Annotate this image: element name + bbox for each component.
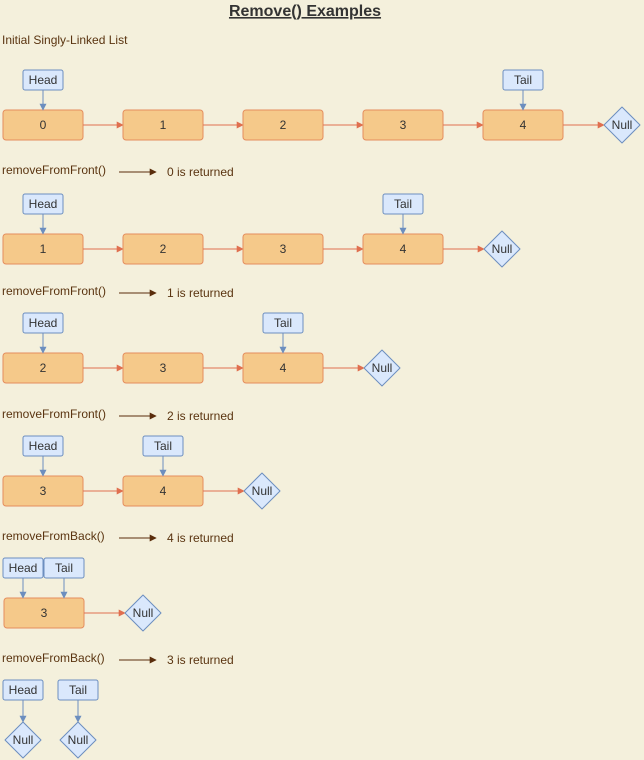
list-node-value: 3: [41, 606, 48, 620]
null-terminator: Null: [243, 472, 281, 510]
tail-pointer: Tail: [262, 312, 304, 354]
list-node-value: 3: [40, 484, 47, 498]
tail-pointer-label: Tail: [55, 561, 73, 575]
tail-pointer-label: Tail: [274, 316, 292, 330]
list-node-value: 0: [40, 118, 47, 132]
list-node-value: 3: [280, 242, 287, 256]
head-pointer: Head: [2, 679, 44, 723]
null-diamond-shape: [124, 594, 162, 632]
operation-label: removeFromBack(): [2, 529, 105, 543]
null-terminator: Null: [603, 106, 641, 144]
null-label: Null: [252, 484, 273, 498]
head-pointer: Head: [22, 69, 64, 111]
head-pointer: Head: [2, 557, 44, 599]
list-row-3: removeFromFront() 2 is returned 3 4 Null Head…: [2, 407, 281, 510]
null-label: Null: [372, 361, 393, 375]
list-row-4: removeFromBack() 4 is returned 3 Null Head Ta…: [2, 529, 234, 632]
tail-pointer: Tail: [382, 193, 424, 235]
tail-pointer: Tail: [502, 69, 544, 111]
tail-pointer: Tail: [43, 557, 85, 599]
list-node: 4: [242, 352, 365, 384]
diagram-title: Remove() Examples: [229, 3, 381, 20]
list-node: 1: [122, 109, 244, 141]
list-node: 4: [362, 233, 485, 265]
result-label: 4 is returned: [167, 531, 234, 545]
null-terminator: Null: [363, 349, 401, 387]
tail-pointer-label: Tail: [394, 197, 412, 211]
operation-label: removeFromFront(): [2, 163, 106, 177]
list-node-value: 4: [160, 484, 167, 498]
list-row-0: 0 1 2 3 4 Null Head Tail: [2, 69, 641, 144]
null-label: Null: [492, 242, 513, 256]
null-label: Null: [68, 733, 89, 747]
operation-label: removeFromBack(): [2, 651, 105, 665]
list-node: 2: [122, 233, 244, 265]
null-diamond-shape: [4, 721, 42, 759]
null-diamond-shape: [243, 472, 281, 510]
head-pointer-label: Head: [29, 316, 58, 330]
list-node: 2: [2, 352, 124, 384]
list-row-1: removeFromFront() 0 is returned 1 2 3 4 Null He…: [2, 163, 521, 268]
null-terminator: Null: [483, 230, 521, 268]
list-node-value: 3: [400, 118, 407, 132]
list-node-value: 2: [280, 118, 287, 132]
result-label: 3 is returned: [167, 653, 234, 667]
tail-pointer: Tail: [142, 435, 184, 477]
list-node: 4: [482, 109, 605, 141]
head-null: Null: [4, 721, 42, 759]
list-node-value: 1: [40, 242, 47, 256]
tail-pointer-label: Tail: [69, 683, 87, 697]
null-diamond-shape: [363, 349, 401, 387]
list-row-2: removeFromFront() 1 is returned 2 3 4 Null Hea…: [2, 284, 401, 387]
head-pointer-label: Head: [29, 73, 58, 87]
null-diamond-shape: [59, 721, 97, 759]
list-node: 3: [362, 109, 484, 141]
list-node-value: 1: [160, 118, 167, 132]
null-label: Null: [612, 118, 633, 132]
operation-label: removeFromFront(): [2, 284, 106, 298]
list-node: 0: [2, 109, 124, 141]
tail-pointer: Tail: [57, 679, 99, 723]
tail-pointer-label: Tail: [154, 439, 172, 453]
list-node-value: 3: [160, 361, 167, 375]
head-pointer: Head: [22, 312, 64, 354]
list-node: 4: [122, 475, 245, 507]
list-node-value: 4: [400, 242, 407, 256]
head-pointer-label: Head: [9, 683, 38, 697]
null-diamond-shape: [483, 230, 521, 268]
list-node-value: 4: [520, 118, 527, 132]
head-pointer-label: Head: [29, 439, 58, 453]
head-pointer-label: Head: [9, 561, 38, 575]
null-label: Null: [13, 733, 34, 747]
tail-null: Null: [59, 721, 97, 759]
tail-pointer-label: Tail: [514, 73, 532, 87]
result-label: 2 is returned: [167, 409, 234, 423]
result-label: 1 is returned: [167, 286, 234, 300]
head-pointer: Head: [22, 435, 64, 477]
list-node: 3: [2, 475, 124, 507]
list-node-value: 2: [40, 361, 47, 375]
null-label: Null: [133, 606, 154, 620]
list-node-value: 2: [160, 242, 167, 256]
list-node: 3: [3, 597, 126, 629]
list-node: 3: [242, 233, 364, 265]
operation-label: removeFromFront(): [2, 407, 106, 421]
list-node: 2: [242, 109, 364, 141]
null-terminator: Null: [124, 594, 162, 632]
result-label: 0 is returned: [167, 165, 234, 179]
intro-label: Initial Singly-Linked List: [2, 33, 128, 47]
list-node-value: 4: [280, 361, 287, 375]
head-pointer-label: Head: [29, 197, 58, 211]
list-node: 1: [2, 233, 124, 265]
head-pointer: Head: [22, 193, 64, 235]
list-node: 3: [122, 352, 244, 384]
null-diamond-shape: [603, 106, 641, 144]
